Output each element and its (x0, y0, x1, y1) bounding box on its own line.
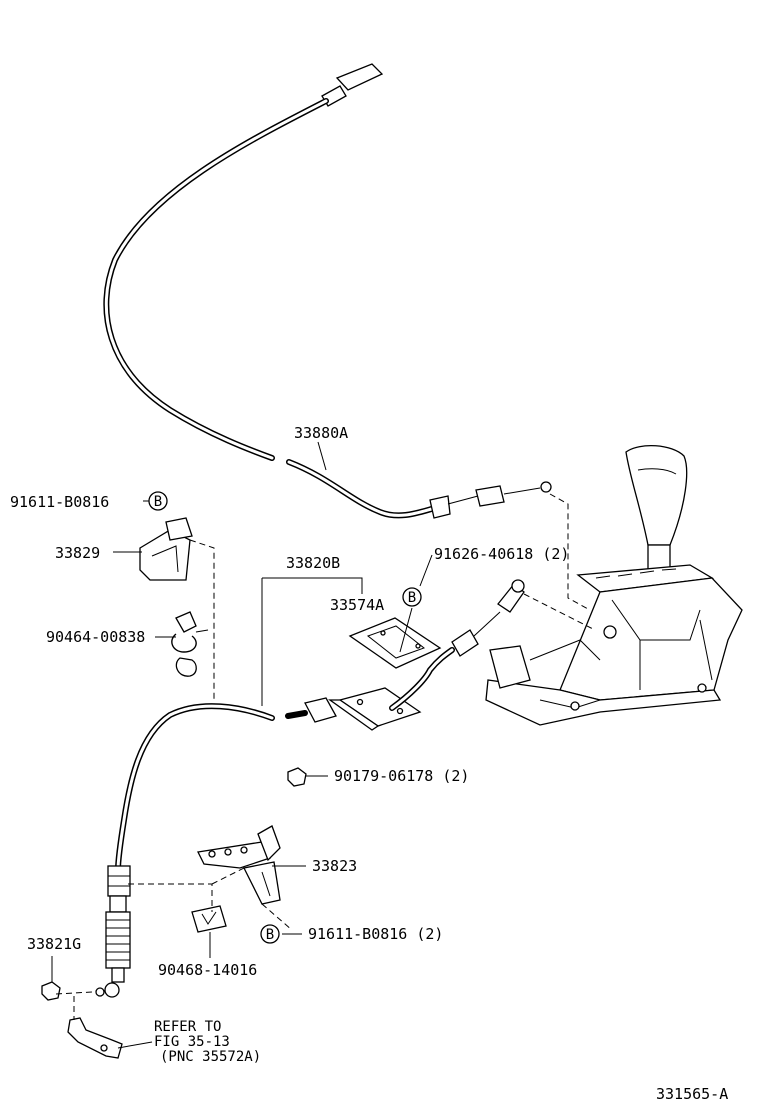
label-90468-14016: 90468-14016 (158, 961, 257, 979)
label-91611-b0816-low: 91611-B0816 (2) (308, 925, 443, 943)
callout-b-bottom: B (260, 924, 280, 944)
refer-line-3: (PNC 35572A) (160, 1049, 261, 1065)
label-33821G: 33821G (27, 935, 81, 953)
refer-line-2: FIG 35-13 (154, 1034, 230, 1050)
label-33574A: 33574A (330, 596, 384, 614)
dashed-guides (55, 493, 596, 1020)
refer-line-1: REFER TO (154, 1019, 221, 1035)
clip-33829 (139, 517, 193, 581)
clip-90468 (191, 905, 227, 933)
clip-90464 (171, 611, 209, 677)
label-91626-40618: 91626-40618 (2) (434, 545, 569, 563)
lower-cable-33820B (95, 579, 525, 998)
upper-cable-33880A (103, 63, 552, 519)
callout-letter: B (154, 494, 162, 510)
callout-b-middle: B (402, 587, 422, 607)
label-90179-06178: 90179-06178 (2) (334, 767, 469, 785)
label-33823: 33823 (312, 857, 357, 875)
callout-letter: B (266, 927, 274, 943)
bracket-33823 (197, 825, 281, 905)
callout-b-top: B (148, 491, 168, 511)
figure-id: 331565-A (656, 1085, 728, 1103)
callout-letter: B (408, 590, 416, 606)
label-33820B: 33820B (286, 554, 340, 572)
label-91611-b0816-top: 91611-B0816 (10, 493, 109, 511)
nut-90179 (287, 767, 307, 787)
nut-33821G (41, 981, 61, 1001)
lever-refer-part (67, 1017, 123, 1059)
leader-lines (51, 441, 433, 982)
plate-33574A (348, 617, 442, 669)
label-33880A: 33880A (294, 424, 348, 442)
shift-lever-assembly (485, 444, 743, 726)
label-33829: 33829 (55, 544, 100, 562)
label-90464-00838: 90464-00838 (46, 628, 145, 646)
